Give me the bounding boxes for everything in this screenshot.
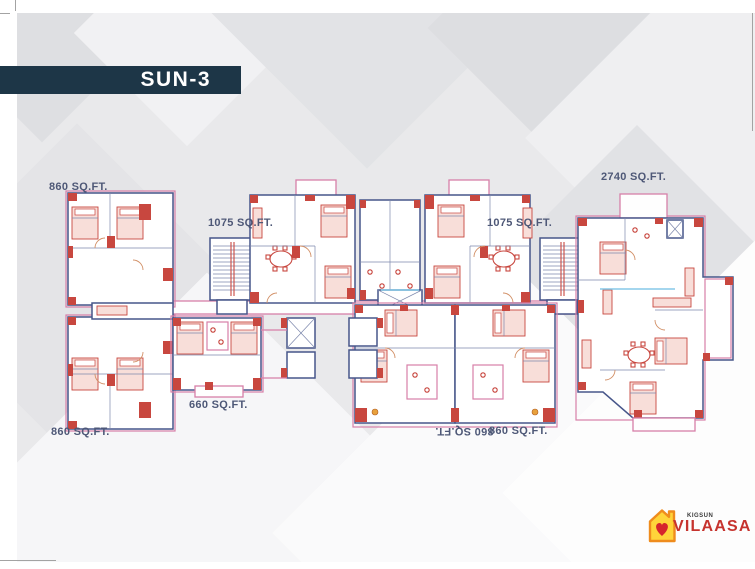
house-heart-icon [648, 509, 676, 543]
area-label-860-bottom-center: 860 SQ.FT. [489, 425, 548, 437]
unit-1075-left [249, 179, 356, 304]
unit-1075-right [424, 179, 533, 304]
logo-text: KIGSUN VILAASA [673, 513, 752, 535]
area-label-660-bottom: 660 SQ.FT. [189, 399, 248, 411]
unit-2740 [575, 193, 734, 432]
page-title: SUN-3 [140, 68, 211, 91]
brand-logo: KIGSUN VILAASA [642, 504, 752, 546]
area-label-2740-right: 2740 SQ.FT. [601, 171, 667, 183]
crop-mark-top-vertical [15, 0, 16, 11]
left-wing-units [65, 190, 176, 432]
unit-660 [170, 315, 264, 398]
crop-mark-right-vertical [752, 13, 753, 131]
staircase-left [209, 237, 256, 315]
crop-mark-top-horizontal [0, 13, 10, 14]
central-services [359, 199, 423, 313]
floor-plan [65, 179, 734, 432]
area-label-1075-right: 1075 SQ.FT. [487, 217, 553, 229]
lift-core [261, 317, 383, 379]
bottom-center-units [352, 302, 558, 428]
title-bar: SUN-3 [0, 66, 241, 94]
crop-mark-bottom-horizontal [0, 560, 56, 561]
area-label-860-top-left: 860 SQ.FT. [49, 181, 108, 193]
logo-brand-main: VILAASA [673, 518, 752, 535]
area-label-860-bottom-left: 860 SQ.FT. [51, 426, 110, 438]
logo-brand-top: KIGSUN [687, 513, 714, 519]
area-label-860-bottom-center-rotated: 860 SQ.FT. [435, 425, 494, 437]
area-label-1075-left: 1075 SQ.FT. [208, 217, 274, 229]
